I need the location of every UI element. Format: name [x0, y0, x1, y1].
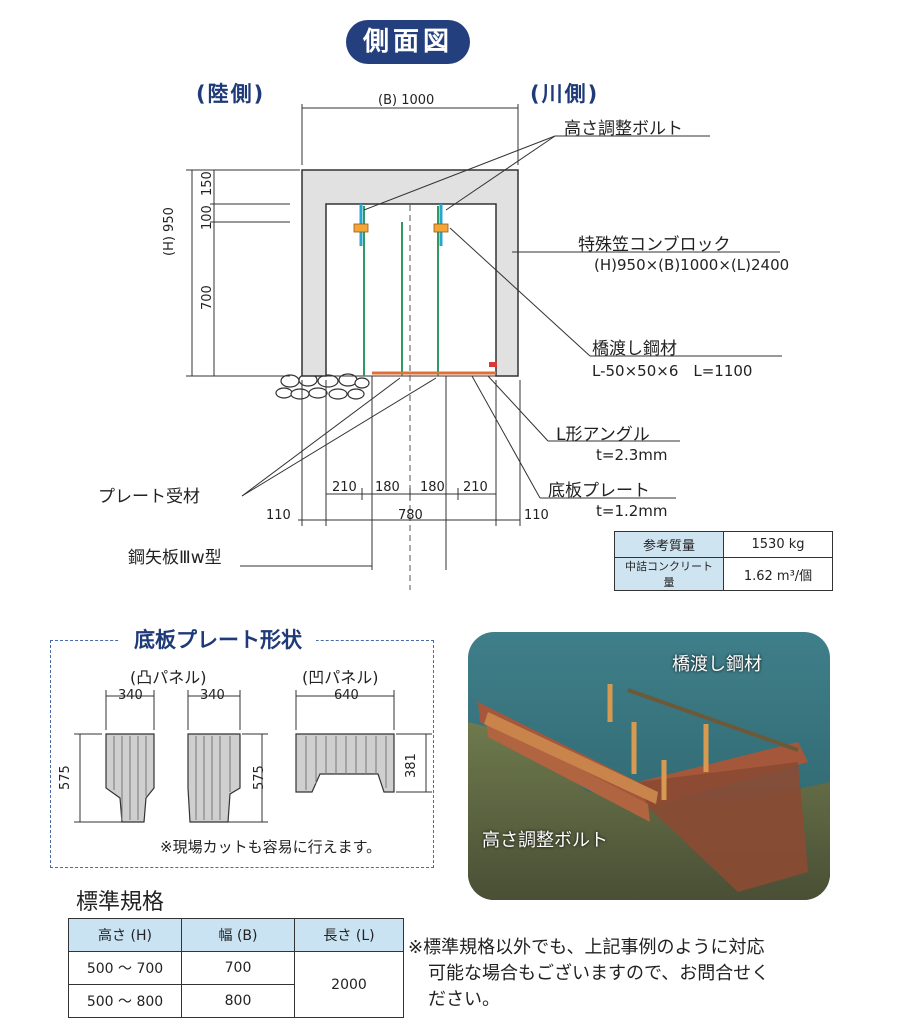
- angle-thickness: t=2.3mm: [596, 446, 668, 464]
- dim-110-left: 110: [266, 508, 291, 523]
- standard-table: 高さ (H) 幅 (B) 長さ (L) 500 ～ 700 700 2000 5…: [68, 918, 404, 1018]
- dim-100: 100: [200, 205, 215, 230]
- angle-label: L形アングル: [556, 425, 650, 445]
- reference-table: 参考質量 1530 kg 中詰コンクリート量 1.62 m³/個: [614, 531, 833, 591]
- dim-340-b: 340: [200, 688, 225, 703]
- panel-note: ※現場カットも容易に行えます。: [160, 838, 382, 856]
- dim-150: 150: [200, 171, 215, 196]
- table-row: 中詰コンクリート量 1.62 m³/個: [614, 557, 833, 591]
- photo-illustration: [468, 632, 830, 900]
- construction-photo: [468, 632, 830, 900]
- plate-support-steel: [363, 206, 439, 376]
- dim-210-right: 210: [463, 480, 488, 495]
- dim-575-b: 575: [252, 765, 267, 790]
- block-label: 特殊笠コンブロック: [578, 235, 731, 255]
- table-header-row: 高さ (H) 幅 (B) 長さ (L): [68, 918, 404, 952]
- land-side-label: (陸側): [196, 82, 266, 106]
- plate-support-label: プレート受材: [98, 487, 200, 507]
- dim-640: 640: [334, 688, 359, 703]
- rubble-stones: [275, 373, 370, 400]
- dim-575-a: 575: [58, 765, 73, 790]
- dim-width-b: (B) 1000: [378, 93, 435, 108]
- photo-bridge-label: 橋渡し鋼材: [672, 654, 762, 675]
- dim-780: 780: [398, 508, 423, 523]
- standard-note: ※標準規格以外でも、上記事例のように対応 可能な場合もございますので、お問合せく…: [408, 937, 770, 1010]
- bolt-label: 高さ調整ボルト: [564, 119, 683, 139]
- dim-210-left: 210: [332, 480, 357, 495]
- bridge-label: 橋渡し鋼材: [592, 339, 677, 359]
- dim-height-h: (H) 950: [162, 207, 177, 256]
- panel-shapes: [74, 690, 432, 823]
- concrete-block: [301, 169, 519, 377]
- photo-bolt-label: 高さ調整ボルト: [482, 830, 608, 851]
- bottom-plate-thickness: t=1.2mm: [596, 502, 668, 520]
- side-view-diagram: [186, 104, 782, 590]
- table-row: 参考質量 1530 kg: [614, 531, 833, 558]
- dim-700: 700: [200, 285, 215, 310]
- table-row: 500 ～ 800 800: [68, 984, 404, 1018]
- convex-panel-label: (凸パネル): [130, 668, 207, 687]
- bottom-plate-label: 底板プレート: [548, 481, 650, 501]
- river-side-label: (川側): [530, 82, 600, 106]
- panel-shape-title: 底板プレート形状: [120, 624, 316, 654]
- bridge-size: L-50×50×6 L=1100: [592, 362, 753, 380]
- dim-180-left: 180: [375, 480, 400, 495]
- table-row: 500 ～ 700 700 2000: [68, 951, 404, 1018]
- block-size: (H)950×(B)1000×(L)2400: [594, 256, 790, 274]
- page-title: 側面図: [346, 20, 470, 64]
- dim-110-right: 110: [524, 508, 549, 523]
- sheet-pile-label: 鋼矢板Ⅲw型: [128, 548, 222, 568]
- standard-title: 標準規格: [76, 890, 165, 915]
- concave-panel-label: (凹パネル): [302, 668, 379, 687]
- dim-381: 381: [404, 753, 419, 778]
- dim-340-a: 340: [118, 688, 143, 703]
- dim-180-right: 180: [420, 480, 445, 495]
